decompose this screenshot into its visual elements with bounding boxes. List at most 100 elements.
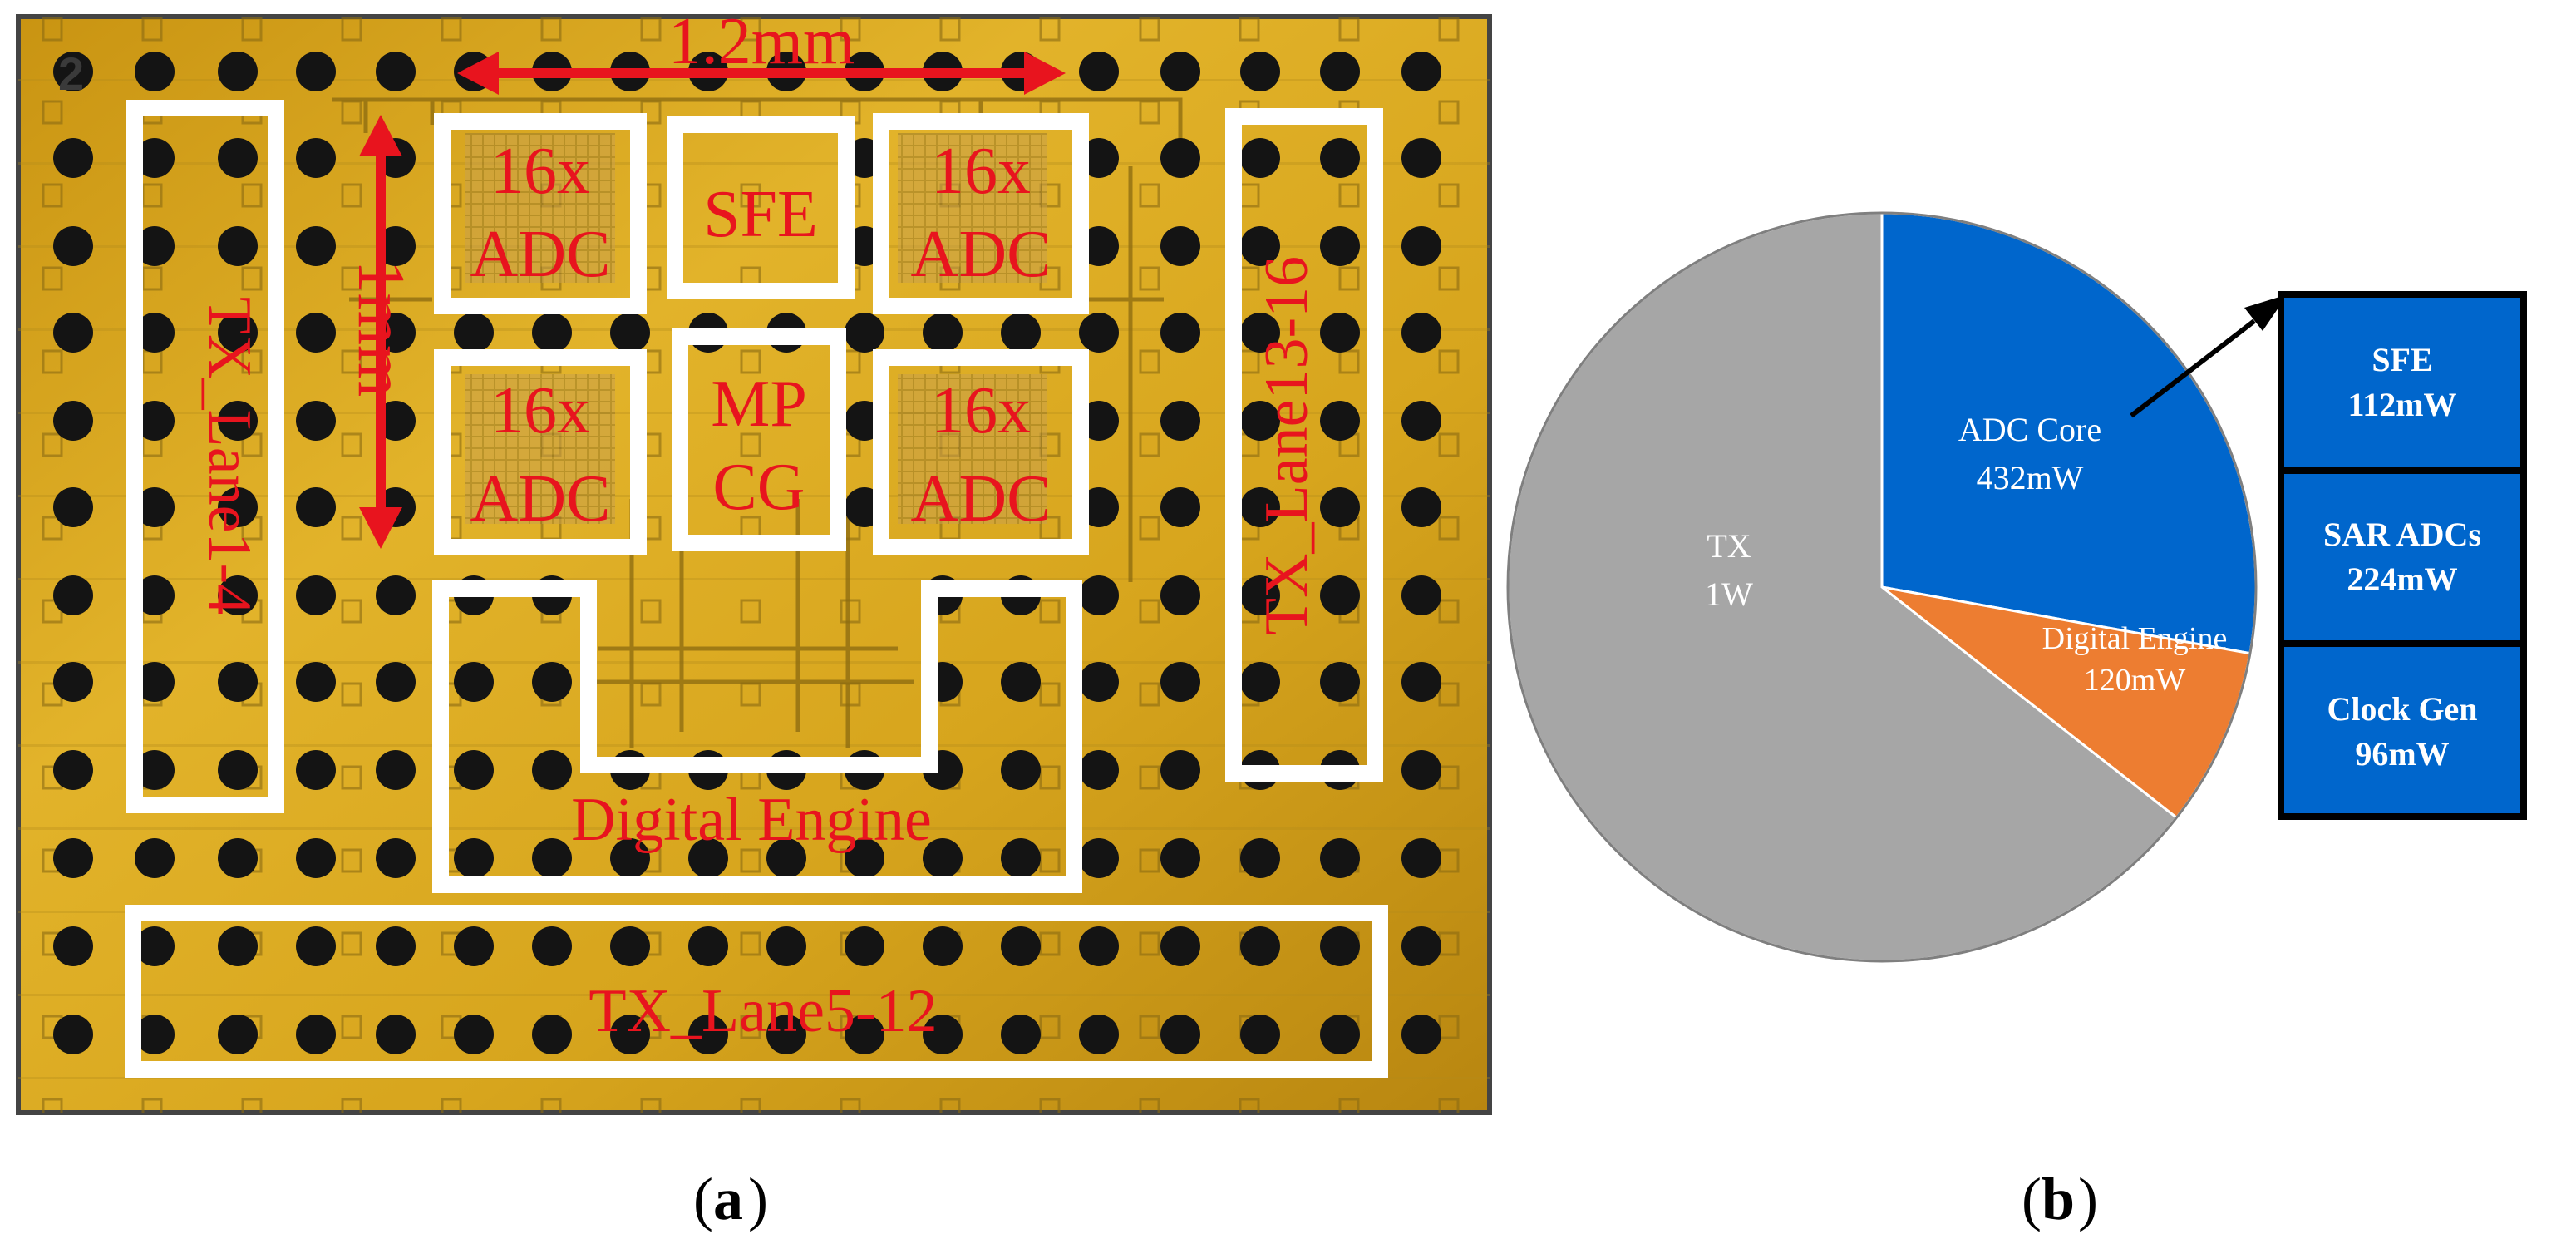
solder-ball-147 [296, 926, 336, 966]
solder-ball-50 [845, 313, 884, 353]
chip-die-texture [18, 17, 1490, 1113]
outline-sfe [667, 116, 855, 299]
adc-block-top-left-line2: ADC [470, 218, 611, 291]
solder-ball-39 [1401, 226, 1441, 266]
solder-ball-80 [53, 575, 93, 615]
solder-ball-175 [1079, 1015, 1119, 1054]
adc-block-top-right-line2: ADC [911, 218, 1052, 291]
solder-ball-91 [1240, 575, 1280, 615]
outline-tx-bottom [125, 905, 1388, 1078]
chip-routing [332, 97, 1183, 748]
solder-ball-46 [532, 313, 572, 353]
solder-ball-94 [53, 662, 93, 702]
solder-ball-162 [53, 1015, 93, 1054]
solder-ball-17 [1401, 52, 1441, 91]
tx-lane-bottom-label: TX_Lane5-12 [589, 977, 937, 1045]
solder-ball-20 [218, 138, 258, 178]
chip-fine-region-4 [898, 374, 1047, 524]
caption-a: ( a ) [693, 1166, 768, 1232]
solder-ball-83 [296, 575, 336, 615]
solder-ball-58 [53, 401, 93, 441]
solder-ball-131 [454, 838, 494, 878]
solder-ball-102 [1001, 662, 1041, 702]
solder-ball-140 [1160, 838, 1200, 878]
breakdown-pointer-head [2244, 294, 2288, 331]
breakdown-cell-sfe [2284, 298, 2520, 467]
adc-block-top-right-line1: 16x [931, 135, 1031, 208]
solder-ball-159 [1240, 926, 1280, 966]
breakdown-pointer-line [2130, 318, 2256, 418]
width-arrow-head-left [457, 52, 499, 95]
solder-ball-174 [1001, 1015, 1041, 1054]
caption-b: ( b ) [2022, 1166, 2098, 1232]
solder-ball-69 [53, 487, 93, 527]
solder-ball-141 [1240, 838, 1280, 878]
solder-ball-114 [532, 750, 572, 790]
caption-a-open: ( [693, 1166, 713, 1232]
solder-ball-156 [1001, 926, 1041, 966]
solder-ball-163 [135, 1015, 175, 1054]
solder-ball-173 [923, 1015, 963, 1054]
solder-ball-61 [296, 401, 336, 441]
tx-lane-left-label: TX_Lane1-4 [195, 297, 264, 615]
solder-ball-150 [532, 926, 572, 966]
solder-ball-112 [376, 750, 416, 790]
solder-ball-177 [1240, 1015, 1280, 1054]
solder-ball-153 [766, 926, 806, 966]
adc-block-bottom-right-line2: ADC [911, 462, 1052, 536]
mpcg-block-line2: CG [712, 451, 805, 524]
width-dimension-label: 1.2mm [668, 5, 855, 78]
solder-ball-82 [218, 575, 258, 615]
solder-ball-100 [532, 662, 572, 702]
solder-ball-41 [135, 313, 175, 353]
pie-outline [1506, 211, 2258, 963]
solder-ball-72 [296, 487, 336, 527]
solder-ball-104 [1160, 662, 1200, 702]
solder-ball-103 [1079, 662, 1119, 702]
solder-ball-169 [610, 1015, 650, 1054]
solder-ball-97 [296, 662, 336, 702]
solder-ball-14 [1160, 52, 1200, 91]
solder-ball-51 [923, 313, 963, 353]
adc-block-bottom-right-line1: 16x [931, 374, 1031, 447]
outline-adc-tr [873, 113, 1089, 314]
pie-label-tx-value: 1W [1705, 575, 1753, 613]
solder-ball-53 [1079, 313, 1119, 353]
solder-ball-67 [1320, 401, 1360, 441]
solder-ball-113 [454, 750, 494, 790]
solder-ball-4 [376, 52, 416, 91]
solder-ball-43 [296, 313, 336, 353]
solder-ball-15 [1240, 52, 1280, 91]
solder-ball-107 [1401, 662, 1441, 702]
solder-ball-81 [135, 575, 175, 615]
pie-label-digital-engine-value: 120mW [2084, 663, 2186, 698]
sfe-block-label: SFE [703, 178, 818, 251]
chip-micrograph-panel: 2 1.2mm 1mm 16x ADC 16x ADC 16x ADC 16x … [16, 5, 1492, 1115]
solder-ball-136 [845, 838, 884, 878]
solder-ball-45 [454, 313, 494, 353]
solder-ball-78 [1320, 487, 1360, 527]
tx-lane-right-label: TX_Lane13-16 [1253, 256, 1321, 635]
solder-ball-38 [1320, 226, 1360, 266]
solder-ball-2 [218, 52, 258, 91]
solder-ball-55 [1240, 313, 1280, 353]
solder-ball-29 [53, 226, 93, 266]
solder-ball-110 [218, 750, 258, 790]
breakdown-cell-sar [2284, 474, 2520, 640]
solder-ball-133 [610, 838, 650, 878]
solder-ball-161 [1401, 926, 1441, 966]
solder-ball-172 [845, 1015, 884, 1054]
solder-ball-152 [688, 926, 728, 966]
mpcg-block-line1: MP [711, 368, 807, 441]
solder-ball-28 [1401, 138, 1441, 178]
solder-ball-157 [1079, 926, 1119, 966]
solder-ball-122 [1160, 750, 1200, 790]
chip-fine-region-1 [465, 133, 615, 283]
solder-ball-19 [135, 138, 175, 178]
solder-ball-105 [1240, 662, 1280, 702]
outline-adc-bl [434, 349, 647, 555]
solder-ball-143 [1401, 838, 1441, 878]
solder-ball-95 [135, 662, 175, 702]
solder-ball-139 [1079, 838, 1119, 878]
